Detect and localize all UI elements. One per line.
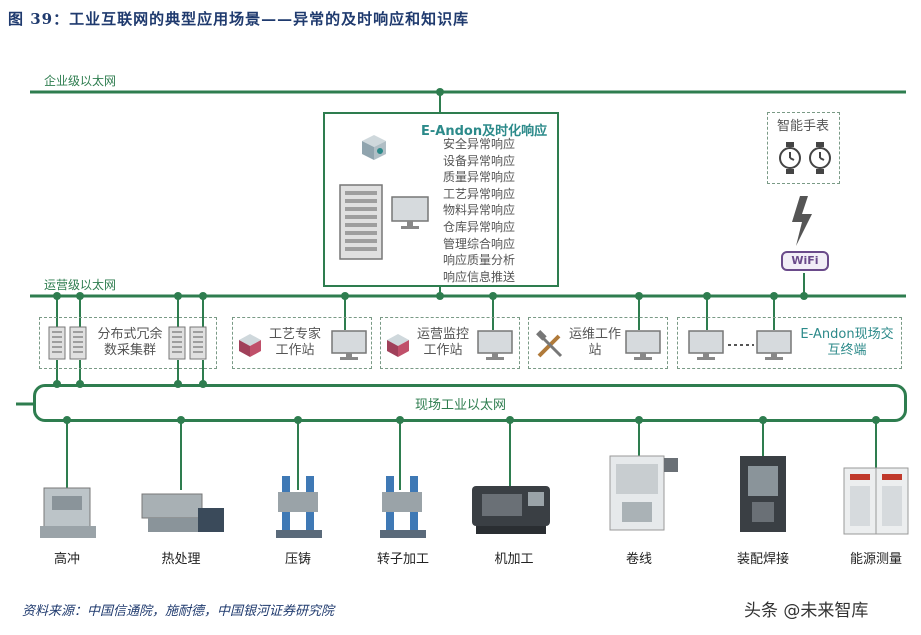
monitor-icon <box>477 330 513 360</box>
monitor-icon <box>625 330 661 360</box>
server-icon <box>48 326 87 360</box>
server-rack-icon <box>339 184 383 260</box>
machine-label: 高冲 <box>53 552 80 567</box>
server-icon <box>168 326 207 360</box>
machine-label: 转子加工 <box>376 552 429 567</box>
maintenance-station-box: 运维工作站 <box>528 317 668 369</box>
process-station-box: 工艺专家工作站 <box>232 317 372 369</box>
machine-label: 能源测量 <box>849 552 902 567</box>
monitor-station-box: 运营监控工作站 <box>380 317 520 369</box>
monitor-icon <box>391 196 429 229</box>
monitor-icon <box>688 330 724 360</box>
smartwatch-label: 智能手表 <box>776 119 829 134</box>
cluster-station-box: 分布式冗余数采集群 <box>39 317 217 369</box>
field-ethernet-label: 现场工业以太网 <box>414 398 506 413</box>
machine-label: 装配焊接 <box>736 552 789 567</box>
ellipsis-icon <box>728 344 754 346</box>
monitor-icon <box>756 330 792 360</box>
die-casting-icon <box>276 476 322 538</box>
tools-icon <box>536 330 563 358</box>
cluster-label: 分布式冗余数采集群 <box>97 327 163 358</box>
heat-treatment-icon <box>141 493 224 532</box>
eandon-center-box: E-Andon及时化响应 安全异常响应 设备异常响应 质量异常响应 工艺异常响应… <box>323 112 559 287</box>
smartwatch-box: 智能手表 <box>767 112 840 184</box>
cube-icon <box>387 334 409 357</box>
lightning-icon <box>792 196 812 246</box>
response-item: 管理综合响应 <box>443 236 516 251</box>
eandon-center-title: E-Andon及时化响应 <box>421 124 548 139</box>
response-item: 质量异常响应 <box>443 170 516 185</box>
machine-label: 机加工 <box>494 552 534 567</box>
enterprise-ethernet-label: 企业级以太网 <box>44 74 117 88</box>
welding-machine-icon <box>740 456 786 532</box>
machine-label: 卷线 <box>625 552 652 567</box>
watch-icon <box>779 142 831 174</box>
machine-label: 热处理 <box>161 552 201 567</box>
process-label: 工艺专家工作站 <box>268 327 321 358</box>
response-item: 设备异常响应 <box>443 153 516 168</box>
winding-machine-icon <box>609 455 678 531</box>
response-item: 仓库异常响应 <box>443 219 516 234</box>
response-list: 安全异常响应 设备异常响应 质量异常响应 工艺异常响应 物料异常响应 仓库异常响… <box>443 136 515 285</box>
cnc-machine-icon <box>472 486 550 534</box>
figure-title: 图 39：工业互联网的典型应用场景——异常的及时响应和知识库 <box>8 10 470 28</box>
cube-icon <box>239 334 261 357</box>
response-item: 响应质量分析 <box>443 253 516 268</box>
field-ethernet-bus <box>33 384 907 422</box>
eandon-terminal-label: E-Andon现场交互终端 <box>800 327 894 358</box>
response-item: 响应信息推送 <box>443 269 516 284</box>
cube-icon <box>362 135 386 160</box>
response-item: 工艺异常响应 <box>443 186 516 201</box>
wifi-icon: WiFi <box>781 251 829 271</box>
machine-label: 压铸 <box>284 552 311 567</box>
watermark: 头条 @未来智库 <box>744 601 869 621</box>
monitor-label: 运营监控工作站 <box>416 327 469 358</box>
monitor-icon <box>331 330 367 360</box>
energy-cabinet-icon <box>843 467 909 535</box>
source-note: 资料来源：中国信通院，施耐德，中国银河证券研究院 <box>22 604 335 619</box>
operations-ethernet-label: 运营级以太网 <box>44 278 117 292</box>
press-machine-icon <box>40 487 96 538</box>
eandon-terminal-box: E-Andon现场交互终端 <box>677 317 902 369</box>
rotor-machine-icon <box>380 476 426 538</box>
response-item: 安全异常响应 <box>443 137 516 151</box>
maintenance-label: 运维工作站 <box>568 327 621 358</box>
response-item: 物料异常响应 <box>443 203 516 218</box>
